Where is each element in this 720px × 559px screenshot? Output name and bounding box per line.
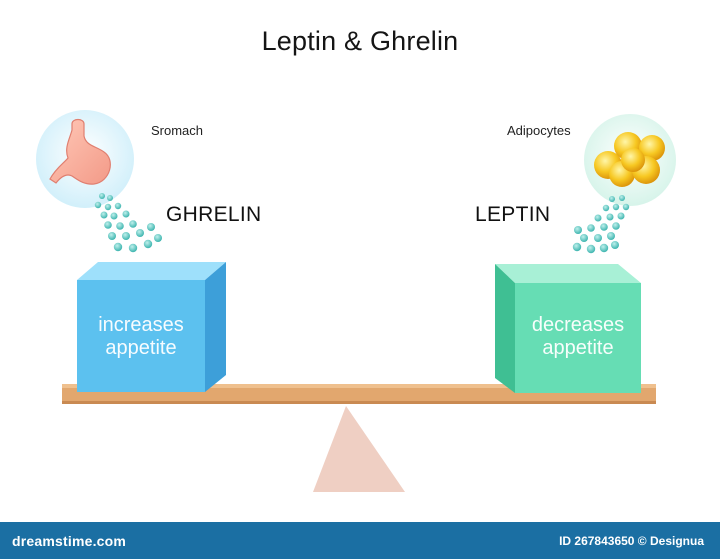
fat-cells-icon <box>594 132 665 187</box>
leptin-box <box>495 264 641 393</box>
footer-brand[interactable]: dreamstime.com <box>12 533 127 549</box>
ghrelin-effect-line2: appetite <box>105 337 177 359</box>
diagram-title: Leptin & Ghrelin <box>261 26 459 56</box>
footer-bar <box>0 522 720 559</box>
balance-illustration <box>36 110 676 492</box>
leptin-effect: decreases appetite <box>515 283 641 393</box>
leptin-effect-line2: appetite <box>542 337 614 359</box>
stomach-label: Sromach <box>151 123 204 138</box>
fulcrum-triangle <box>313 406 405 492</box>
fat-cells-bubble <box>584 114 676 206</box>
stomach-bubble <box>36 110 134 208</box>
leptin-effect-line1: decreases <box>531 314 625 336</box>
ghrelin-label: GHRELIN <box>166 203 262 226</box>
leptin-label: LEPTIN <box>475 203 551 226</box>
ghrelin-effect: increases appetite <box>77 280 205 392</box>
ghrelin-droplets <box>94 193 162 253</box>
adipocytes-label: Adipocytes <box>507 123 571 138</box>
leptin-droplets <box>572 195 630 254</box>
balance-beam <box>62 384 656 404</box>
stomach-icon <box>49 118 111 185</box>
footer-image-id: ID 267843650 © Designua <box>559 534 704 548</box>
ghrelin-effect-line1: increases <box>98 314 184 336</box>
ghrelin-box <box>77 262 226 392</box>
